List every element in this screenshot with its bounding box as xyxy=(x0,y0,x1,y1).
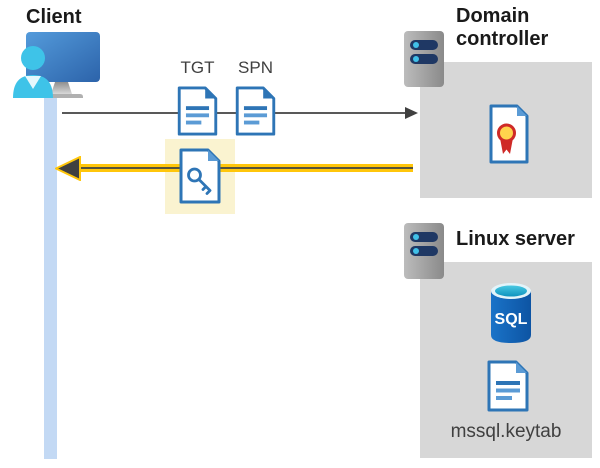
domain-controller-server-icon xyxy=(403,30,445,88)
sql-icon-label: SQL xyxy=(495,311,528,328)
linux-server-title: Linux server xyxy=(456,228,575,250)
certificate-icon xyxy=(488,104,530,164)
response-arrow-line xyxy=(70,164,413,172)
spn-document-icon xyxy=(234,86,277,136)
request-arrow-line xyxy=(62,112,407,114)
spn-label: SPN xyxy=(238,58,273,77)
request-arrow-head xyxy=(405,107,418,119)
domain-controller-title: Domain controller xyxy=(456,5,549,50)
sql-database-icon: SQL xyxy=(489,281,533,345)
tgt-label: TGT xyxy=(180,58,215,77)
keytab-file-label: mssql.keytab xyxy=(450,421,562,442)
tgt-document-icon xyxy=(176,86,219,136)
key-ticket-icon xyxy=(178,147,222,205)
linux-server-icon xyxy=(403,222,445,280)
client-timeline-bar xyxy=(44,95,57,459)
keytab-document-icon xyxy=(486,357,530,415)
client-title: Client xyxy=(26,6,82,28)
client-computer-user-icon xyxy=(12,30,102,98)
response-arrow-head xyxy=(55,156,82,181)
